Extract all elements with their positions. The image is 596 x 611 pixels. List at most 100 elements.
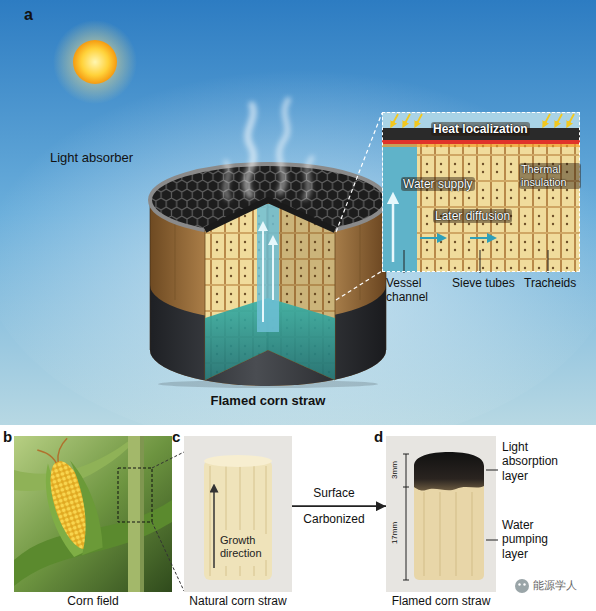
sun [53, 20, 137, 104]
inset-illustration [382, 112, 580, 272]
sunlight-arrow [568, 114, 574, 125]
evaporator-cylinder [272, 240, 274, 300]
flamed-straw-photo [472, 492, 473, 576]
flamed-straw-photo [440, 492, 441, 576]
leader-line [480, 250, 481, 273]
corn-field-photo [118, 468, 152, 522]
photo-annotation: Growth direction [218, 534, 272, 560]
leader-line [486, 470, 498, 471]
watermark-icon [518, 583, 520, 585]
flow-arrow [392, 198, 395, 262]
corn-field-photo [14, 436, 172, 592]
natural-straw-photo [204, 455, 272, 467]
photo-panel: Growth directionNatural corn straw [184, 436, 292, 592]
panel-letter: b [3, 428, 12, 446]
natural-straw-photo [254, 466, 255, 530]
corn-field-photo [140, 436, 144, 592]
inset-panel: Heat localizationThermal insulationWater… [382, 112, 580, 272]
sunlight-arrow [416, 114, 422, 125]
leader-line [486, 470, 498, 540]
part-label: Water pumping layer [502, 518, 574, 561]
inset-illustration [417, 144, 580, 272]
page-background [0, 425, 596, 611]
sun [73, 40, 117, 84]
flow-arrow [470, 237, 492, 239]
dimension-label: 17mm [390, 522, 400, 544]
evaporator-cylinder [150, 200, 151, 350]
part-label: Light absorber [50, 150, 133, 166]
photo-panel: Flamed corn straw [386, 436, 496, 592]
flamed-straw-photo [386, 436, 496, 592]
natural-straw-photo [210, 466, 211, 576]
panel-letter: c [172, 428, 180, 446]
flamed-straw-photo [403, 580, 409, 581]
flamed-straw-photo [424, 492, 472, 576]
natural-straw-photo [240, 466, 241, 530]
corn-field-photo [128, 436, 144, 592]
panel-caption: Corn field [67, 594, 118, 608]
sky-background [0, 50, 596, 450]
flow-arrow [393, 198, 492, 262]
inset-text: Heat localization [431, 122, 530, 136]
zoom-leader [336, 271, 382, 300]
evaporator-cylinder [150, 160, 386, 400]
inset-illustration [383, 144, 417, 272]
natural-straw-photo [204, 460, 272, 580]
flamed-straw-photo [456, 492, 457, 576]
watermark-icon [515, 579, 529, 593]
part-label: Vessel channel [386, 276, 444, 305]
flamed-straw-photo [403, 454, 409, 580]
natural-straw-photo [184, 436, 292, 592]
steam [305, 158, 312, 198]
evaporator-cylinder [205, 200, 335, 230]
corn-field-photo [53, 457, 108, 555]
inset-illustration [382, 144, 580, 147]
dimension-label: 3mm [390, 461, 400, 479]
sunlight-arrow [392, 114, 398, 125]
evaporator-cylinder [150, 160, 386, 400]
inset-text: Water supply [401, 177, 475, 191]
corn-field-photo [37, 446, 56, 467]
part-label: Tracheids [524, 276, 576, 290]
leader-line [404, 250, 548, 273]
evaporator-cylinder [257, 204, 279, 332]
flamed-straw-photo [403, 454, 409, 455]
sky-background [0, 0, 596, 450]
part-label: Sieve tubes [452, 276, 515, 290]
edge-label: Surface Carbonized [298, 480, 370, 532]
leader-line [404, 250, 405, 273]
watermark: 能源学人 [533, 579, 577, 592]
steam [225, 100, 312, 198]
watermark-icon [523, 583, 525, 585]
natural-straw-photo [213, 488, 215, 568]
panel-letter: a [24, 5, 33, 24]
steam [247, 105, 254, 195]
flamed-straw-photo [386, 436, 496, 592]
leader-line [548, 250, 549, 273]
corn-field-photo [14, 436, 172, 592]
zoom-leader [152, 522, 184, 591]
sun [53, 20, 137, 104]
steam [225, 162, 228, 198]
natural-straw-photo [226, 566, 227, 576]
leader-line [486, 540, 498, 541]
inset-illustration [382, 112, 580, 272]
inset-illustration [382, 140, 580, 144]
flamed-straw-photo [424, 492, 425, 576]
sunlight-arrow [544, 114, 550, 125]
corn-field-photo [30, 436, 108, 560]
part-label: Light absorption layer [502, 440, 574, 483]
flamed-straw-photo [403, 487, 409, 488]
panel-caption: Flamed corn straw [392, 594, 491, 608]
zoom-leader [336, 113, 382, 232]
natural-straw-photo [184, 436, 292, 592]
inset-text: Later diffusion [433, 209, 512, 223]
zoom-leader [152, 452, 184, 468]
panel-caption: Natural corn straw [189, 594, 286, 608]
evaporator-cylinder [150, 160, 386, 400]
sunlight-arrow [404, 114, 410, 125]
steam [279, 100, 288, 192]
natural-straw-photo [226, 466, 227, 530]
flamed-straw-photo [414, 452, 484, 491]
zoom-leader [336, 113, 382, 300]
